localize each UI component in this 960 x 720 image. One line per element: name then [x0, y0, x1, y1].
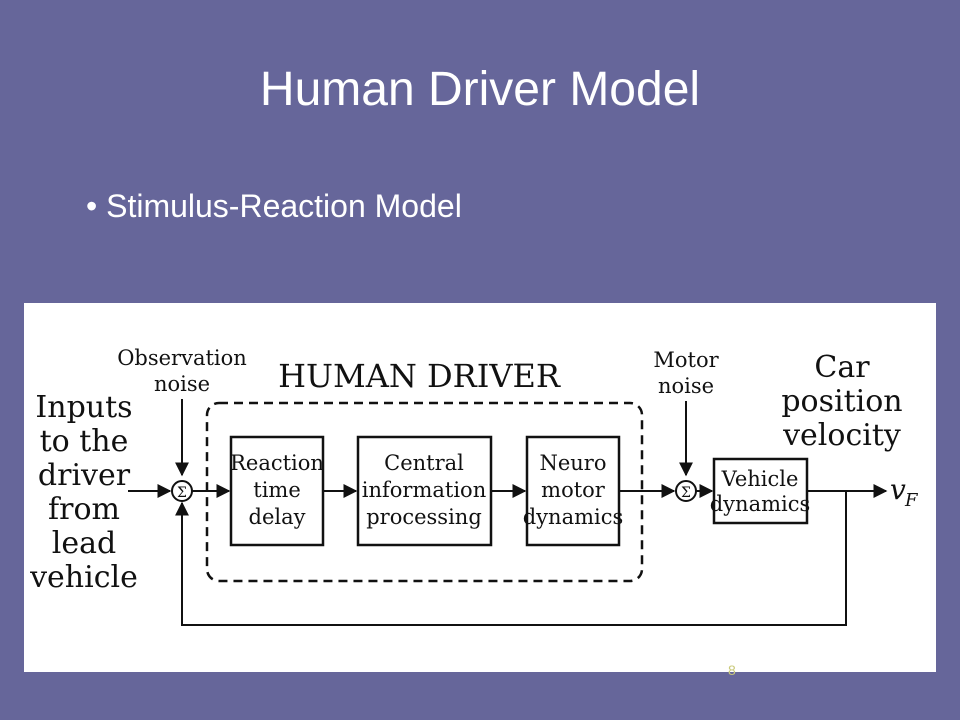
svg-text:Car: Car — [814, 350, 870, 385]
neuro-motor-dynamics-label: Neuro motor dynamics — [523, 451, 624, 529]
reaction-time-delay-label: Reaction time delay — [230, 451, 324, 529]
svg-text:Σ: Σ — [177, 485, 187, 501]
svg-text:delay: delay — [249, 505, 306, 529]
svg-text:Inputs: Inputs — [35, 390, 132, 425]
svg-text:driver: driver — [38, 458, 131, 493]
vehicle-dynamics-block — [712, 457, 809, 525]
svg-text:dynamics: dynamics — [523, 505, 624, 529]
observation-noise-label: Observation noise — [117, 346, 247, 396]
svg-text:dynamics: dynamics — [710, 492, 811, 516]
motor-noise-label: Motor noise — [653, 348, 719, 398]
svg-text:vehicle: vehicle — [29, 560, 138, 595]
human-driver-title: HUMAN DRIVER — [278, 357, 561, 395]
input-label: Inputs to the driver from lead vehicle — [29, 390, 138, 595]
reaction-time-delay-block — [229, 435, 325, 547]
svg-text:to the: to the — [40, 424, 129, 459]
svg-text:Observation: Observation — [117, 346, 247, 370]
central-information-processing-label: Central information processing — [362, 451, 486, 529]
svg-text:velocity: velocity — [782, 418, 901, 453]
svg-text:position: position — [781, 384, 902, 419]
svg-text:Neuro: Neuro — [539, 451, 606, 475]
svg-text:Σ: Σ — [681, 485, 691, 501]
svg-text:lead: lead — [52, 526, 116, 561]
svg-text:v: v — [890, 473, 906, 506]
output-label: Car position velocity — [781, 350, 902, 453]
svg-text:time: time — [253, 478, 301, 502]
neuro-motor-dynamics-block — [525, 435, 621, 547]
svg-text:motor: motor — [541, 478, 606, 502]
svg-text:Motor: Motor — [653, 348, 719, 372]
svg-text:Central: Central — [384, 451, 464, 475]
vehicle-dynamics-label: Vehicle dynamics — [710, 467, 811, 516]
svg-text:Vehicle: Vehicle — [721, 467, 799, 491]
summing-junction-observation: Σ — [171, 480, 193, 502]
svg-text:noise: noise — [658, 374, 714, 398]
summing-junction-motor: Σ — [675, 480, 697, 502]
svg-text:processing: processing — [366, 505, 482, 529]
bullet-item: • Stimulus-Reaction Model — [86, 188, 462, 224]
feedback-loop — [175, 491, 847, 626]
svg-text:noise: noise — [154, 372, 210, 396]
output-symbol: v F — [890, 473, 919, 511]
slide-number: 8 — [728, 662, 736, 678]
svg-text:information: information — [362, 478, 486, 502]
block-diagram-canvas: HUMAN DRIVER Inputs to the driver from l… — [29, 346, 919, 626]
svg-text:Reaction: Reaction — [230, 451, 324, 475]
svg-text:from: from — [48, 492, 120, 527]
svg-text:F: F — [904, 490, 919, 511]
slide-title: Human Driver Model — [259, 63, 701, 116]
block-diagram: HUMAN DRIVER Inputs to the driver from l… — [24, 303, 936, 672]
